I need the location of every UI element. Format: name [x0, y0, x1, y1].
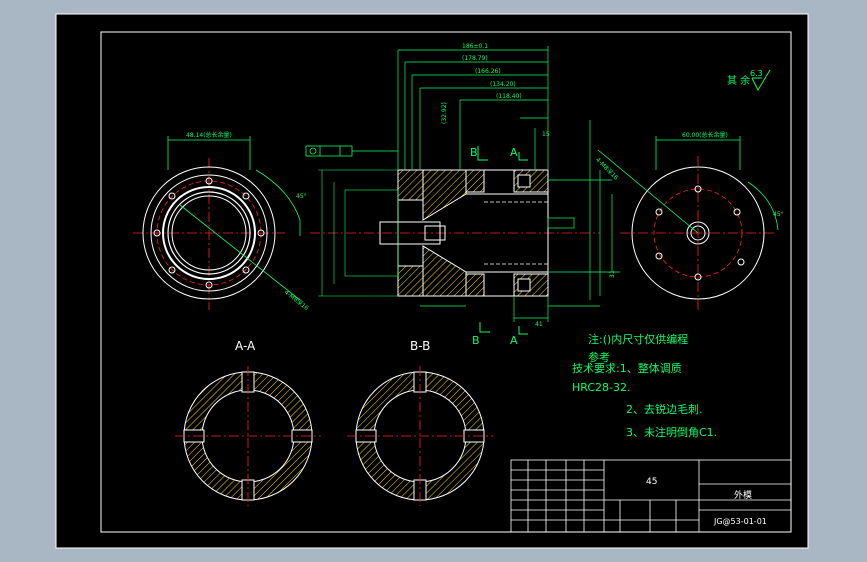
note-line-1: 注:()内尺寸仅供编程 [588, 332, 688, 346]
section-a-a: A-A [175, 339, 321, 506]
cut-b-bottom: B [472, 334, 480, 347]
title-part-name: 外模 [734, 489, 752, 501]
dim-d3: (134.20) [490, 81, 516, 88]
dim-overall: 186±0.1 [462, 43, 488, 50]
section-b-b: B-B [347, 339, 493, 506]
title-drawing-no: JG@53-01-01 [713, 517, 767, 526]
section-a-a-label: A-A [235, 339, 256, 353]
section-b-b-label: B-B [410, 339, 430, 353]
left-pcd-dimension: 48.14(总长余量) [186, 131, 232, 139]
right-angle-dimension: 45° [773, 211, 784, 218]
note-line-3: 技术要求:1、整体调质 [572, 361, 682, 375]
left-angle-dimension: 45° [296, 193, 307, 200]
dim-d8: 31 [609, 270, 616, 278]
title-block [510, 459, 792, 533]
dim-d4: (118.40) [496, 93, 522, 100]
dim-d7: 41 [535, 321, 543, 328]
drawing-border [100, 31, 792, 533]
front-section-view: 186±0.1 (178.79) (166.26) (134.20) (118.… [305, 43, 620, 347]
dim-d5: (32.92) [441, 102, 448, 124]
cut-a-bottom: A [510, 334, 518, 347]
surface-finish-symbol: 其 余 6.3 [727, 69, 771, 92]
cut-b-top: B [470, 146, 478, 159]
title-material: 45 [646, 477, 657, 487]
surface-finish-prefix: 其 余 [727, 74, 750, 87]
dim-d1: (178.79) [462, 55, 488, 62]
surface-finish-value: 6.3 [750, 69, 763, 78]
dim-d2: (166.26) [475, 68, 501, 75]
right-pcd-dimension: 60.00(总长余量) [682, 131, 728, 139]
dim-d6: 15 [542, 131, 550, 138]
technical-notes: 注:()内尺寸仅供编程 参考 技术要求:1、整体调质 HRC28-32. 2、去… [572, 332, 717, 439]
note-line-4: HRC28-32. [572, 381, 631, 394]
cut-a-top: A [510, 146, 518, 159]
note-line-2: 参考 [588, 350, 610, 364]
note-line-6: 3、未注明倒角C1. [626, 425, 717, 439]
note-line-5: 2、去锐边毛刺. [626, 402, 703, 416]
